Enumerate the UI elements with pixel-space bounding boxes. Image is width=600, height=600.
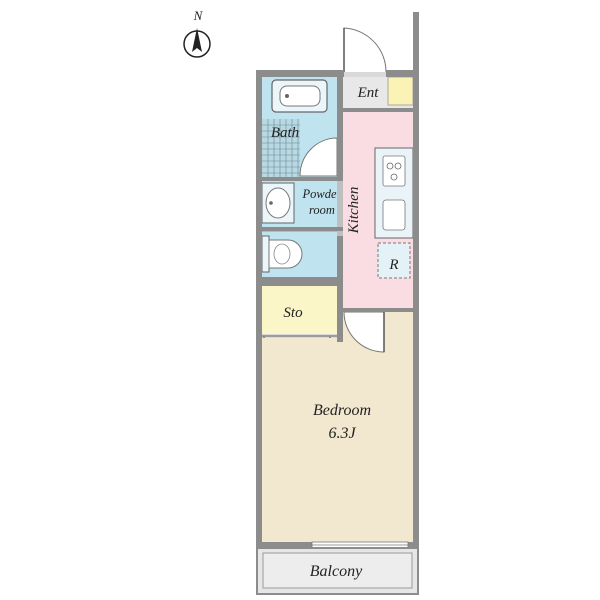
shoe-box <box>387 76 414 106</box>
bath-door[interactable] <box>299 137 338 177</box>
entrance-label: Ent <box>357 85 380 101</box>
bedroom-floor <box>262 338 413 542</box>
bedroom-size-label: 6.3J <box>328 425 356 442</box>
refrigerator-space <box>377 242 411 279</box>
compass: N <box>183 8 211 58</box>
powder-room-label-line2: room <box>309 203 335 217</box>
north-arrow-icon <box>192 28 202 52</box>
kitchen-label: Kitchen <box>346 187 362 235</box>
bathtub-drain-icon <box>285 94 289 98</box>
storage-floor <box>262 286 337 334</box>
bath-tile-floor <box>262 119 300 177</box>
bedroom-label: Bedroom <box>313 402 371 419</box>
bathtub-basin <box>279 85 321 107</box>
storage-label: Sto <box>283 305 303 321</box>
stove-icon <box>382 155 406 187</box>
kitchen-counter <box>374 147 414 239</box>
exterior-wall-extension <box>413 12 419 78</box>
toilet-icon <box>261 235 303 273</box>
bath-label: Bath <box>271 125 299 141</box>
balcony-label: Balcony <box>310 563 363 580</box>
washbasin-icon <box>261 182 295 224</box>
refrigerator-label: R <box>388 257 398 273</box>
powder-room-label-line1: Powder <box>302 187 342 201</box>
bedroom-door[interactable] <box>343 311 385 353</box>
balcony-railing <box>262 552 413 589</box>
interior-walls <box>256 70 413 342</box>
north-label: N <box>193 8 204 23</box>
sink-icon <box>382 199 406 231</box>
entrance-door[interactable] <box>343 27 387 73</box>
